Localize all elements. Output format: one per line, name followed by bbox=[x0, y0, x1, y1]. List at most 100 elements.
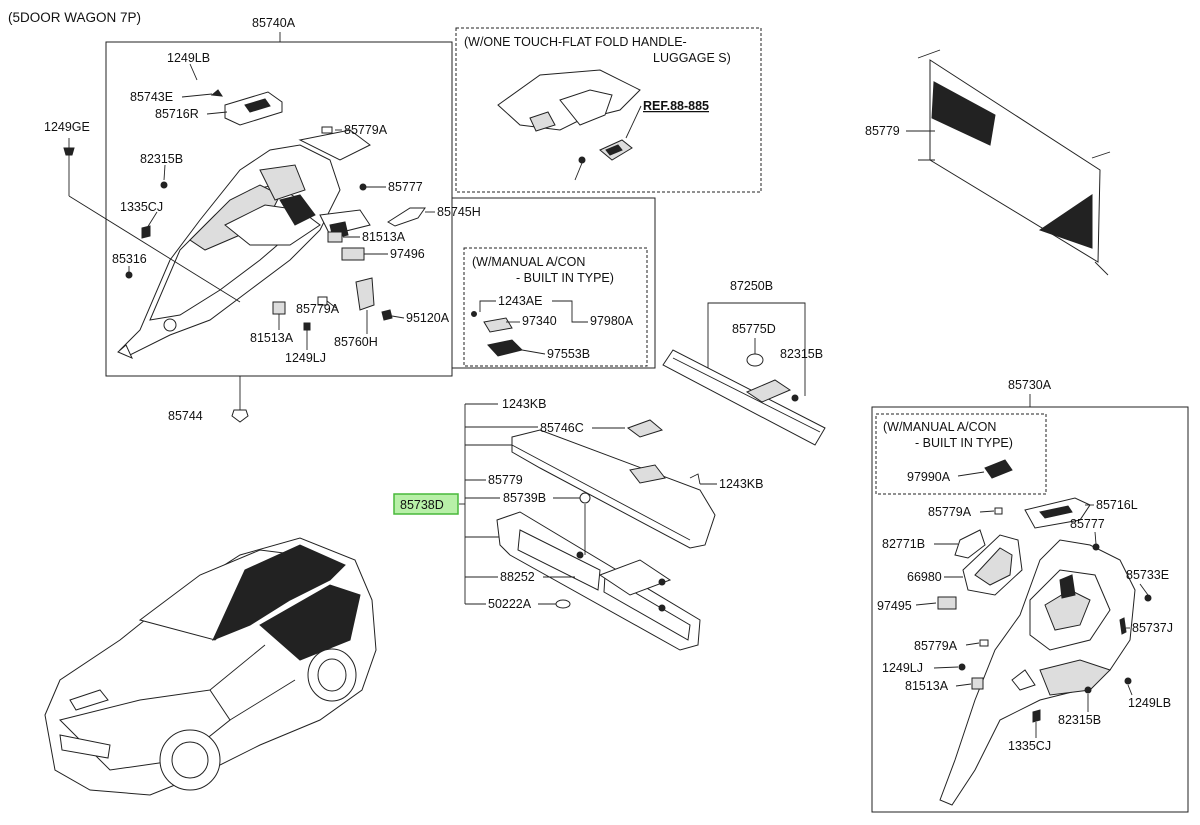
left-assembly-box-ext bbox=[452, 197, 656, 369]
label-1249LB-b[interactable]: 1249LB bbox=[1128, 696, 1171, 710]
label-85779-net[interactable]: 85779 bbox=[865, 124, 900, 138]
label-97340[interactable]: 97340 bbox=[522, 314, 557, 328]
label-85730A[interactable]: 85730A bbox=[1008, 378, 1052, 392]
clip-82315B-c bbox=[1084, 686, 1092, 694]
clip-85779A-d bbox=[979, 639, 989, 647]
one-touch-note-line1: (W/ONE TOUCH-FLAT FOLD HANDLE- bbox=[464, 35, 687, 49]
highlight-85738D[interactable] bbox=[393, 493, 459, 515]
label-66980[interactable]: 66980 bbox=[907, 570, 942, 584]
label-81513A-a[interactable]: 81513A bbox=[362, 230, 406, 244]
label-1249LB-a[interactable]: 1249LB bbox=[167, 51, 210, 65]
aircon-vent-left-drawing bbox=[471, 311, 523, 357]
label-85760H[interactable]: 85760H bbox=[334, 335, 378, 349]
luggage-cover-drawing bbox=[511, 419, 716, 549]
label-82315B-c[interactable]: 82315B bbox=[1058, 713, 1101, 727]
label-85733E[interactable]: 85733E bbox=[1126, 568, 1169, 582]
left-quarter-trim-drawing bbox=[117, 129, 371, 359]
one-touch-trim-drawing bbox=[497, 69, 641, 181]
label-81513A-c[interactable]: 81513A bbox=[905, 679, 949, 693]
screw-1249LJ-b bbox=[958, 663, 966, 671]
luggage-tray-drawing bbox=[496, 504, 701, 651]
handle-85716L-insert bbox=[1039, 505, 1073, 519]
label-85779A-a[interactable]: 85779A bbox=[344, 123, 388, 137]
clip-85744 bbox=[231, 409, 249, 423]
label-1243KB-b[interactable]: 1243KB bbox=[719, 477, 763, 491]
label-85737J[interactable]: 85737J bbox=[1132, 621, 1173, 635]
label-85740A[interactable]: 85740A bbox=[252, 16, 296, 30]
bolt-1249GE-drawing bbox=[63, 147, 75, 162]
label-85779A-b[interactable]: 85779A bbox=[296, 302, 340, 316]
label-85779-b[interactable]: 85779 bbox=[488, 473, 523, 487]
clip-1335CJ-a bbox=[141, 225, 151, 239]
cap-50222A bbox=[555, 599, 571, 609]
label-82315B-a[interactable]: 82315B bbox=[140, 152, 183, 166]
label-87250B[interactable]: 87250B bbox=[730, 279, 773, 293]
label-1335CJ-b[interactable]: 1335CJ bbox=[1008, 739, 1051, 753]
label-85744[interactable]: 85744 bbox=[168, 409, 203, 423]
bracket-85760H bbox=[355, 277, 375, 311]
manual-aircon-right-line1: (W/MANUAL A/CON bbox=[883, 420, 996, 434]
clip-85777-a bbox=[359, 183, 367, 191]
label-85777-a[interactable]: 85777 bbox=[388, 180, 423, 194]
clip-81513A-a bbox=[327, 231, 343, 243]
label-85745H[interactable]: 85745H bbox=[437, 205, 481, 219]
manual-aircon-left-line2: - BUILT IN TYPE) bbox=[516, 271, 614, 285]
label-85738D[interactable]: 85738D bbox=[400, 498, 444, 512]
label-1335CJ-a[interactable]: 1335CJ bbox=[120, 200, 163, 214]
clip-85777-b bbox=[1092, 543, 1100, 551]
label-1249LJ-a[interactable]: 1249LJ bbox=[285, 351, 326, 365]
manual-aircon-left-line1: (W/MANUAL A/CON bbox=[472, 255, 585, 269]
right-quarter-trim-drawing bbox=[939, 539, 1136, 806]
manual-aircon-box-left bbox=[463, 247, 648, 367]
label-50222A[interactable]: 50222A bbox=[488, 597, 532, 611]
label-85746C[interactable]: 85746C bbox=[540, 421, 584, 435]
manual-aircon-right-line2: - BUILT IN TYPE) bbox=[915, 436, 1013, 450]
screw-95120A bbox=[381, 309, 393, 321]
label-97980A[interactable]: 97980A bbox=[590, 314, 634, 328]
clip-85779A-a bbox=[321, 126, 333, 134]
label-85779A-c[interactable]: 85779A bbox=[928, 505, 972, 519]
label-81513A-b[interactable]: 81513A bbox=[250, 331, 294, 345]
one-touch-note-line2: LUGGAGE S) bbox=[653, 51, 731, 65]
label-97990A[interactable]: 97990A bbox=[907, 470, 951, 484]
clip-85737J bbox=[1119, 617, 1127, 635]
part-66980-inner bbox=[974, 547, 1013, 586]
label-1243KB-a[interactable]: 1243KB bbox=[502, 397, 546, 411]
screw-1249LB-b bbox=[1124, 677, 1132, 685]
label-85777-b[interactable]: 85777 bbox=[1070, 517, 1105, 531]
label-85775D[interactable]: 85775D bbox=[732, 322, 776, 336]
clip-85316 bbox=[125, 271, 133, 279]
handle-85716R-drawing bbox=[210, 89, 283, 126]
label-82771B[interactable]: 82771B bbox=[882, 537, 925, 551]
one-touch-box bbox=[455, 27, 762, 193]
label-85716R[interactable]: 85716R bbox=[155, 107, 199, 121]
label-97496[interactable]: 97496 bbox=[390, 247, 425, 261]
clip-85779A-c bbox=[994, 507, 1003, 515]
label-85779A-d[interactable]: 85779A bbox=[914, 639, 958, 653]
label-85739B[interactable]: 85739B bbox=[503, 491, 546, 505]
label-1243AE[interactable]: 1243AE bbox=[498, 294, 542, 308]
clip-82315B-a bbox=[160, 181, 168, 189]
ref-88-885[interactable]: REF.88-885 bbox=[643, 99, 709, 113]
label-88252[interactable]: 88252 bbox=[500, 570, 535, 584]
clip-81513A-b bbox=[272, 301, 286, 315]
label-97553B[interactable]: 97553B bbox=[547, 347, 590, 361]
label-1249LJ-b[interactable]: 1249LJ bbox=[882, 661, 923, 675]
label-85716L[interactable]: 85716L bbox=[1096, 498, 1138, 512]
part-82771B bbox=[954, 529, 986, 559]
plate-97495 bbox=[937, 596, 957, 610]
vent-97990A bbox=[984, 459, 1013, 479]
label-82315B-b[interactable]: 82315B bbox=[780, 347, 823, 361]
label-85743E[interactable]: 85743E bbox=[130, 90, 173, 104]
cover-85745H bbox=[387, 207, 426, 227]
label-85316[interactable]: 85316 bbox=[112, 252, 147, 266]
diagram-title: (5DOOR WAGON 7P) bbox=[8, 10, 141, 25]
label-1249GE[interactable]: 1249GE bbox=[44, 120, 90, 134]
label-97495[interactable]: 97495 bbox=[877, 599, 912, 613]
cargo-net-drawing bbox=[917, 49, 1111, 276]
label-95120A[interactable]: 95120A bbox=[406, 311, 450, 325]
manual-aircon-box-right bbox=[875, 413, 1047, 495]
clip-85733E bbox=[1144, 594, 1152, 602]
